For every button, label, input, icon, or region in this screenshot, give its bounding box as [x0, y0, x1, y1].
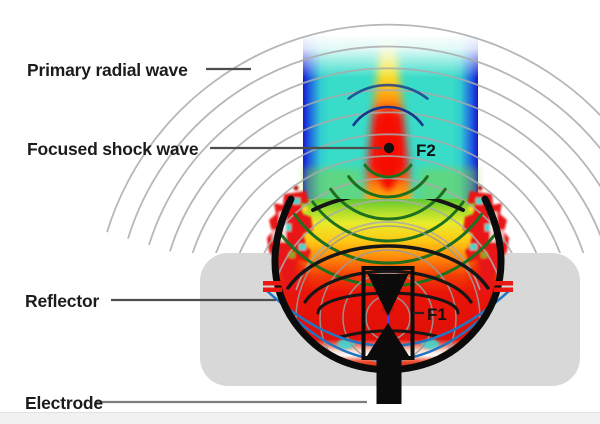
bottom-strip — [0, 412, 600, 424]
label-focused-shock-wave: Focused shock wave — [27, 139, 199, 159]
label-f2: F2 — [416, 141, 436, 160]
rim-marker-bars — [263, 281, 513, 292]
leader-lines — [96, 67, 424, 404]
electrode-assembly — [361, 266, 415, 404]
label-electrode: Electrode — [25, 393, 103, 413]
electrode-stem — [376, 355, 402, 404]
focal-point-f2-dot — [383, 142, 395, 154]
label-f1: F1 — [427, 305, 447, 324]
label-primary-radial-wave: Primary radial wave — [27, 60, 188, 80]
electrode-tip-upper — [367, 274, 409, 316]
electrode-tip-lower — [366, 323, 410, 358]
expanding-arcs-above-f2 — [347, 83, 429, 127]
label-reflector: Reflector — [25, 291, 99, 311]
reflected-wave-arcs — [286, 199, 490, 339]
